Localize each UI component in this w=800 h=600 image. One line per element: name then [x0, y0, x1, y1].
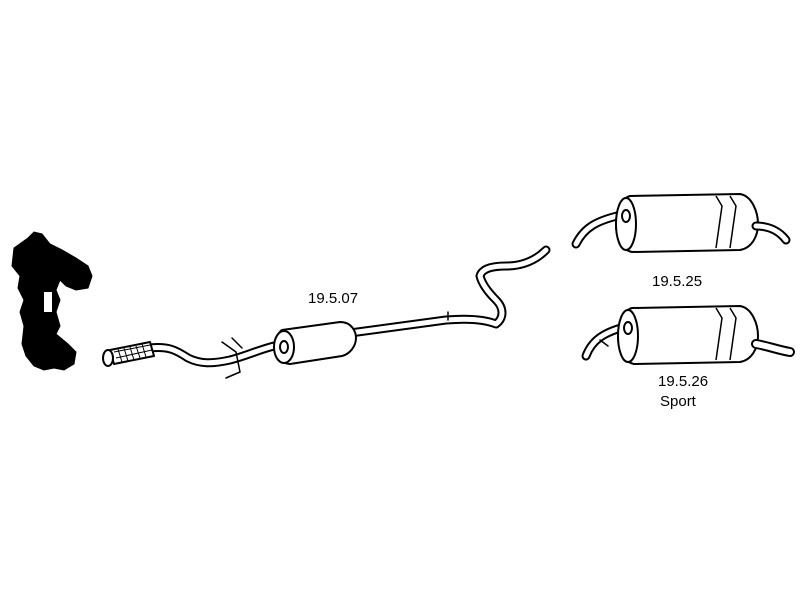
- rear-silencer-sport: [581, 305, 795, 365]
- middle-silencer-part-number: 19.5.07: [308, 290, 359, 307]
- rear-silencer-part-number: 19.5.25: [652, 273, 703, 290]
- rear-silencer: [571, 193, 791, 253]
- front-pipe: [102, 337, 279, 379]
- rear-silencer-sport-part-number: 19.5.26: [658, 373, 709, 390]
- pipe-hanger-bracket: [221, 337, 243, 379]
- exhaust-manifold: [11, 231, 93, 371]
- rear-silencer-sport-variant-label: Sport: [660, 393, 696, 410]
- flex-joint: [102, 341, 155, 367]
- middle-silencer: [273, 245, 551, 365]
